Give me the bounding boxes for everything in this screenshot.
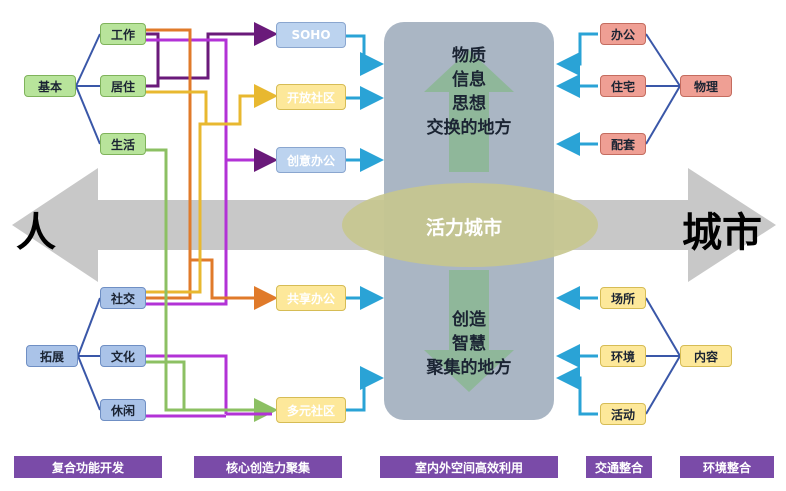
center-line-5: 创造 xyxy=(452,310,486,330)
footer-core-creativity: 核心创造力聚集 xyxy=(194,456,342,478)
physical-box: 物理 xyxy=(680,75,732,97)
footer-space-utilization: 室内外空间高效利用 xyxy=(380,456,558,478)
center-line-7: 聚集的地方 xyxy=(426,358,512,378)
footer-transport: 交通整合 xyxy=(586,456,652,478)
leisure-box: 休闲 xyxy=(100,399,146,421)
activity-box: 活动 xyxy=(600,403,646,425)
basic-box: 基本 xyxy=(24,75,76,97)
diverse-community-box: 多元社区 xyxy=(276,397,346,423)
environment-box: 环境 xyxy=(600,345,646,367)
expand-box: 拓展 xyxy=(26,345,78,367)
life-box: 生活 xyxy=(100,133,146,155)
footer-compound-function: 复合功能开发 xyxy=(14,456,162,478)
soho-box: SOHO xyxy=(276,22,346,48)
live-box: 居住 xyxy=(100,75,146,97)
center-line-2: 信息 xyxy=(452,70,486,90)
center-line-3: 思想 xyxy=(452,94,486,114)
venue-box: 场所 xyxy=(600,287,646,309)
vital-city-label: 活力城市 xyxy=(426,217,503,239)
supporting-box: 配套 xyxy=(600,133,646,155)
center-top-text: 物质 信息 思想 交换的地方 xyxy=(384,44,554,140)
culture-box: 文化 xyxy=(100,345,146,367)
social-box: 社交 xyxy=(100,287,146,309)
work-box: 工作 xyxy=(100,23,146,45)
creative-office-box: 创意办公 xyxy=(276,147,346,173)
center-line-1: 物质 xyxy=(452,46,486,66)
center-bottom-text: 创造 智慧 聚集的地方 xyxy=(384,308,554,380)
center-line-6: 智慧 xyxy=(452,334,486,354)
center-line-4: 交换的地方 xyxy=(426,118,512,138)
vertical-arrows xyxy=(424,50,514,392)
footer-environment: 环境整合 xyxy=(680,456,774,478)
people-label: 人 xyxy=(16,210,56,256)
shared-office-box: 共享办公 xyxy=(276,285,346,311)
house-box: 住宅 xyxy=(600,75,646,97)
open-community-box: 开放社区 xyxy=(276,84,346,110)
content-box: 内容 xyxy=(680,345,732,367)
vital-city-ellipse xyxy=(342,183,598,267)
city-label: 城市 xyxy=(682,210,762,256)
office-box: 办公 xyxy=(600,23,646,45)
